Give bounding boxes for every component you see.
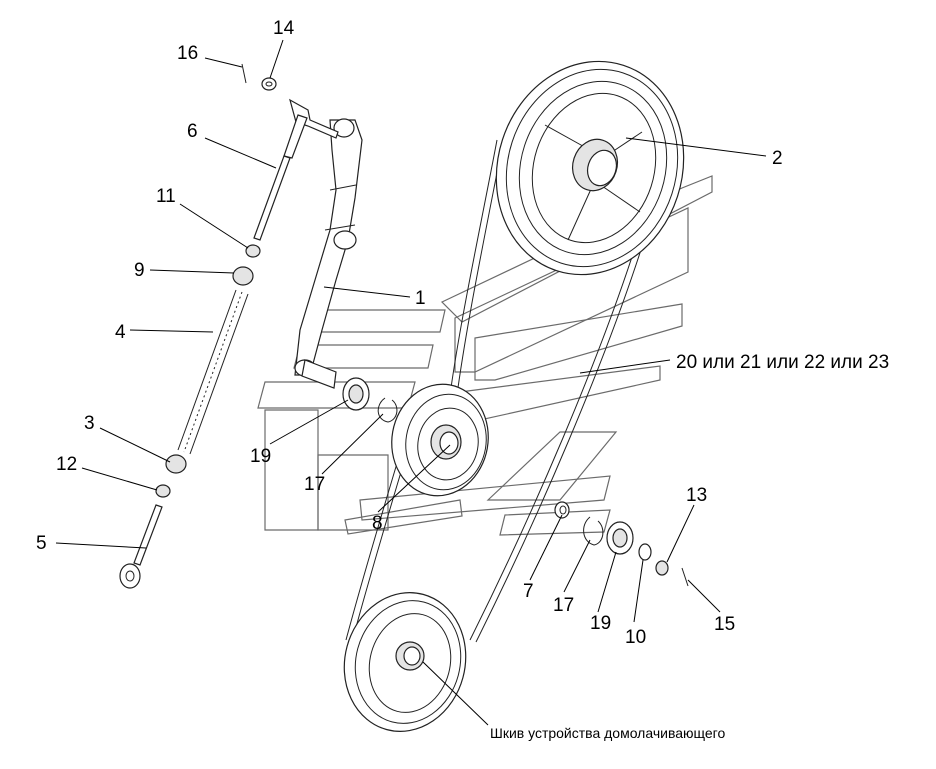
callout-5: 5 <box>36 533 47 554</box>
callout-15: 15 <box>714 614 735 635</box>
callout-10: 10 <box>625 627 646 648</box>
washer-14 <box>261 77 277 91</box>
spring-4 <box>177 289 249 455</box>
retaining-ring-left <box>377 397 398 423</box>
tie-rod-6 <box>253 114 308 241</box>
callout-9: 9 <box>134 260 145 281</box>
thresher-pulley-caption: Шкив устройства домолачивающего <box>490 725 725 741</box>
callout-17-left: 17 <box>304 474 325 495</box>
callout-19-left: 19 <box>250 446 271 467</box>
tensioner-pulley <box>391 383 489 497</box>
bearing-right <box>606 521 634 555</box>
spring-cap-9 <box>232 266 254 286</box>
eye-bolt-5 <box>119 504 163 589</box>
nut-12 <box>155 484 171 498</box>
callout-2: 2 <box>772 148 783 169</box>
callout-16: 16 <box>177 43 198 64</box>
pin-16 <box>241 63 247 84</box>
callout-13: 13 <box>686 485 707 506</box>
callout-17-right: 17 <box>553 595 574 616</box>
tension-arm <box>294 118 363 389</box>
callout-7: 7 <box>523 581 534 602</box>
callout-11: 11 <box>156 186 176 207</box>
large-pulley <box>495 60 685 276</box>
cotter-pin-right <box>681 567 689 587</box>
callout-1: 1 <box>415 288 426 309</box>
callout-3: 3 <box>84 413 95 434</box>
nut-right <box>655 560 669 576</box>
thresher-pulley <box>343 592 467 732</box>
washer-right <box>638 543 652 561</box>
bearing-left <box>342 377 370 411</box>
callout-6: 6 <box>187 121 198 142</box>
callout-19-right: 19 <box>590 613 611 634</box>
leader-lines <box>55 39 767 726</box>
callout-14: 14 <box>273 18 295 39</box>
callout-4: 4 <box>115 322 126 343</box>
spring-cap-3 <box>165 454 187 474</box>
retaining-ring-right <box>583 516 604 546</box>
spacer-bushing <box>554 501 570 519</box>
callout-12: 12 <box>56 454 77 475</box>
callout-8: 8 <box>372 513 383 534</box>
callout-20: 20 или 21 или 22 или 23 <box>676 352 889 373</box>
drive-belt <box>345 139 647 643</box>
nut-11 <box>245 244 261 258</box>
